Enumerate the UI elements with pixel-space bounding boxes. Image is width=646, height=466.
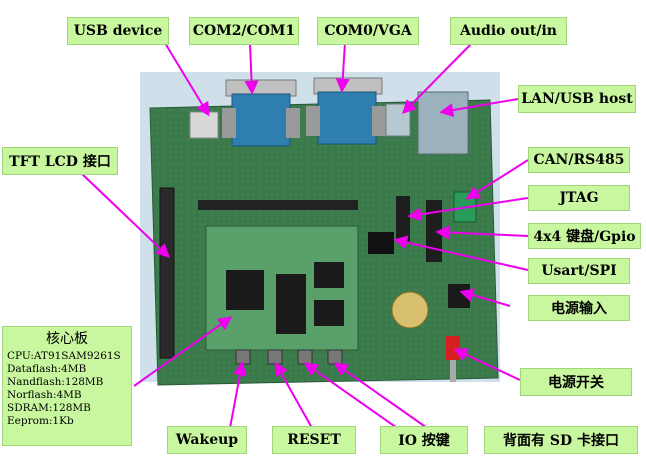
core-spec-dataflash: Dataflash:4MB	[7, 363, 87, 375]
core-spec-sdram: SDRAM:128MB	[7, 402, 91, 414]
label-tft-lcd: TFT LCD 接口	[2, 147, 118, 175]
power-switch-body	[446, 336, 460, 360]
power-switch-lever	[450, 360, 456, 382]
label-usb-device: USB device	[67, 17, 169, 45]
usart-spi-chip	[368, 232, 394, 254]
label-sd-card: 背面有 SD 卡接口	[484, 426, 638, 454]
label-wakeup: Wakeup	[167, 426, 247, 454]
tft-lcd-connector	[159, 187, 175, 359]
core-board	[205, 225, 359, 351]
expansion-header	[198, 200, 358, 210]
label-keypad-gpio: 4x4 键盘/Gpio	[528, 223, 641, 249]
core-spec-cpu: CPU:AT91SAM9261S	[7, 350, 121, 362]
core-board-specs: 核心板 CPU:AT91SAM9261S Dataflash:4MB Nandf…	[2, 326, 132, 446]
callout-arrows	[79, 42, 529, 431]
label-reset: RESET	[272, 426, 356, 454]
lan-usb-host-connector	[417, 91, 469, 155]
label-jtag: JTAG	[528, 185, 630, 211]
coin-battery	[391, 291, 429, 329]
label-power-input: 电源输入	[528, 295, 630, 321]
keypad-header	[426, 200, 442, 262]
usb-device-connector	[189, 111, 219, 139]
core-board-title: 核心板	[46, 331, 88, 347]
core-spec-eeprom: Eeprom:1Kb	[7, 415, 74, 427]
com0-vga-connectors	[306, 77, 386, 145]
label-lan-usb-host: LAN/USB host	[518, 85, 636, 113]
label-audio: Audio out/in	[450, 17, 567, 45]
core-spec-norflash: Norflash:4MB	[7, 389, 82, 401]
label-power-switch: 电源开关	[520, 368, 632, 396]
com2-com1-connectors	[222, 79, 300, 147]
core-spec-nandflash: Nandflash:128MB	[7, 376, 104, 388]
label-usart-spi: Usart/SPI	[528, 258, 630, 284]
label-com2-com1: COM2/COM1	[189, 17, 299, 45]
label-com0-vga: COM0/VGA	[317, 17, 419, 45]
power-jack	[448, 284, 470, 308]
jtag-header	[396, 196, 410, 242]
push-buttons	[235, 349, 343, 365]
label-io-keys: IO 按键	[380, 426, 468, 454]
label-can-rs485: CAN/RS485	[528, 147, 630, 173]
